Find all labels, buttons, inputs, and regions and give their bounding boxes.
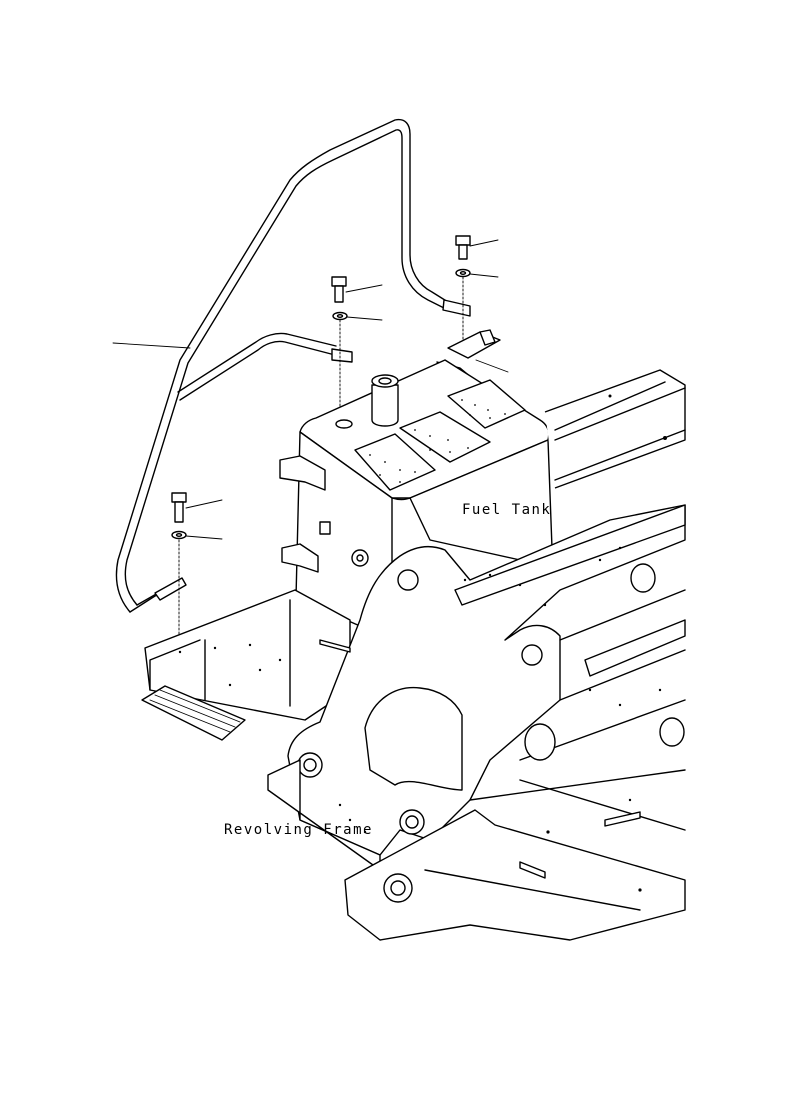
fuel-tank-label: Fuel Tank: [462, 502, 552, 518]
handrail: [112, 118, 471, 613]
upper-right-beam: [544, 369, 686, 489]
bolt-group-1: [455, 235, 499, 346]
revolving-frame: [141, 504, 686, 941]
bolt-group-2: [331, 276, 383, 421]
fuel-tank: [279, 359, 553, 641]
bolt-group-3: [171, 492, 223, 649]
revolving-frame-label: Revolving Frame: [224, 822, 373, 838]
